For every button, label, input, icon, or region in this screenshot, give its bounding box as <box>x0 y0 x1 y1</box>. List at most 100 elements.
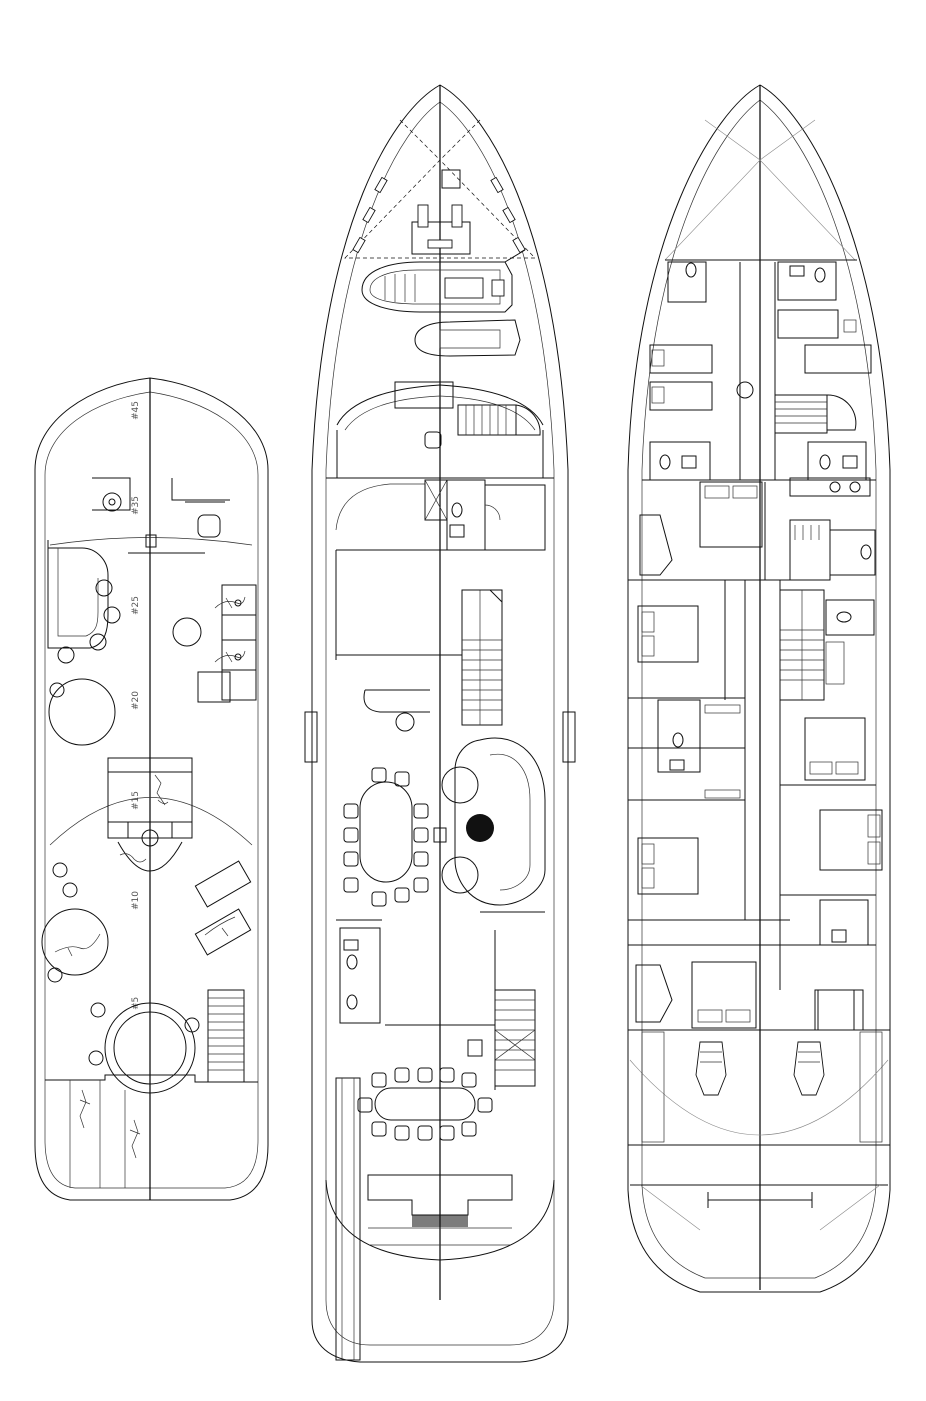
sun-station-label: #20 <box>131 691 141 710</box>
sun-stool <box>184 1017 200 1033</box>
sun-aft-teak-deck <box>45 1074 258 1083</box>
lower-guest-bed <box>819 809 883 871</box>
lower-crew-head <box>649 441 711 481</box>
main-anchor-triangle <box>344 159 536 259</box>
main-lobby-arch <box>335 483 425 531</box>
sun-stool <box>47 967 63 983</box>
main-dining-table <box>359 781 413 883</box>
lower-crew-head <box>777 261 837 301</box>
sun-forward-bulwark-right <box>171 478 230 501</box>
lower-vip-head <box>829 529 876 576</box>
main-armchair <box>441 766 479 804</box>
main-coffee-table <box>466 814 494 842</box>
lower-guest-bed <box>637 605 699 663</box>
sun-lounger-frame <box>221 584 257 701</box>
lower-pillow <box>843 319 857 333</box>
main-sideboard <box>433 827 447 843</box>
lower-tank <box>859 1031 883 1143</box>
main-windlass <box>451 204 463 228</box>
lower-pillow <box>651 386 665 404</box>
sun-teak-planks <box>69 1080 126 1188</box>
lower-pillow <box>867 841 881 865</box>
main-wc <box>451 502 463 518</box>
sun-stool <box>62 882 78 898</box>
lower-wardrobe <box>704 704 741 714</box>
main-tender-engine <box>491 279 505 297</box>
main-tender <box>361 261 513 313</box>
lower-guest-bed <box>804 717 866 781</box>
sun-spa-drain <box>102 492 122 512</box>
main-armchair <box>441 856 479 894</box>
sun-stool <box>52 862 68 878</box>
sun-person-figure <box>214 596 246 609</box>
main-windlass-drum <box>427 239 453 249</box>
main-crew-cabin <box>484 484 546 551</box>
lower-crew-berth <box>804 344 872 374</box>
main-pantry-cross <box>424 479 448 521</box>
main-deck-hull-outline <box>311 84 569 1363</box>
lower-lazarette-diag <box>639 1184 881 1231</box>
lower-deck <box>627 84 891 1293</box>
lower-deck-inner-outline <box>641 99 877 1279</box>
sun-deck: #45 #35 #25 #20 #15 #10 #5 <box>34 377 269 1201</box>
main-jetski-seat <box>439 329 501 349</box>
main-deck <box>304 84 576 1363</box>
sun-deck-hull-outline <box>34 377 269 1201</box>
lower-mast-step <box>736 381 754 399</box>
lower-guest-stair-treads <box>780 590 824 700</box>
main-side-gate <box>304 711 318 763</box>
main-davit <box>504 249 526 263</box>
lower-basin-round <box>849 481 861 493</box>
main-portlight <box>490 176 504 194</box>
lower-pillow <box>641 635 655 657</box>
lower-pillow <box>809 761 833 775</box>
main-salon-sofa-inner <box>489 753 531 891</box>
lower-pillow <box>704 485 730 499</box>
main-helm-seat <box>424 431 442 449</box>
main-bar-stool <box>395 712 415 732</box>
lower-basin <box>842 455 858 469</box>
sun-side-table <box>197 671 231 703</box>
main-side-gate <box>562 711 576 763</box>
lower-crew-berth <box>777 309 839 339</box>
sun-curved-sofa <box>47 540 109 649</box>
main-swim-platform <box>368 1227 512 1246</box>
main-wheelhouse-desk <box>394 381 454 409</box>
lower-shower <box>789 519 831 581</box>
lower-wc <box>860 544 872 560</box>
main-aft-dining-chairs <box>357 1067 493 1141</box>
lower-pillow <box>641 611 655 633</box>
lower-wc <box>672 732 684 748</box>
lower-guest-head <box>825 599 875 636</box>
main-wheelhouse-front <box>336 384 544 426</box>
lower-engine-detail <box>700 1051 820 1063</box>
lower-pillow <box>732 485 758 499</box>
main-wc <box>346 994 358 1010</box>
main-forward-stair <box>457 404 517 436</box>
sun-helm-seat <box>197 514 221 538</box>
main-dining-chairs <box>343 767 429 907</box>
lower-crew-stair-treads <box>775 401 827 424</box>
sun-person-figure <box>154 774 169 806</box>
main-tender-seats <box>384 274 416 302</box>
lower-wc <box>819 454 831 470</box>
main-day-head <box>446 479 486 551</box>
lower-basin <box>789 265 805 277</box>
main-portlight <box>362 206 376 224</box>
lower-crew-berth <box>649 344 713 374</box>
sun-aft-stair-treads <box>208 997 244 1071</box>
lower-engine-room-arc <box>629 1059 889 1136</box>
lower-wc <box>659 454 671 470</box>
sun-station-label: #35 <box>131 496 141 515</box>
main-fore-dash-right <box>439 119 481 161</box>
sun-station-label: #15 <box>131 791 141 810</box>
lower-pillow <box>835 761 859 775</box>
lower-aft-stair <box>817 989 855 1031</box>
sun-aft-arc <box>49 797 253 846</box>
lower-deck-hull-outline <box>627 84 891 1293</box>
lower-vip-sofa <box>639 514 673 576</box>
main-stern-arc <box>325 1179 555 1261</box>
sun-curved-sofa-back <box>57 548 99 637</box>
lower-wardrobe <box>704 789 741 799</box>
sun-aft-stair <box>207 989 245 1083</box>
